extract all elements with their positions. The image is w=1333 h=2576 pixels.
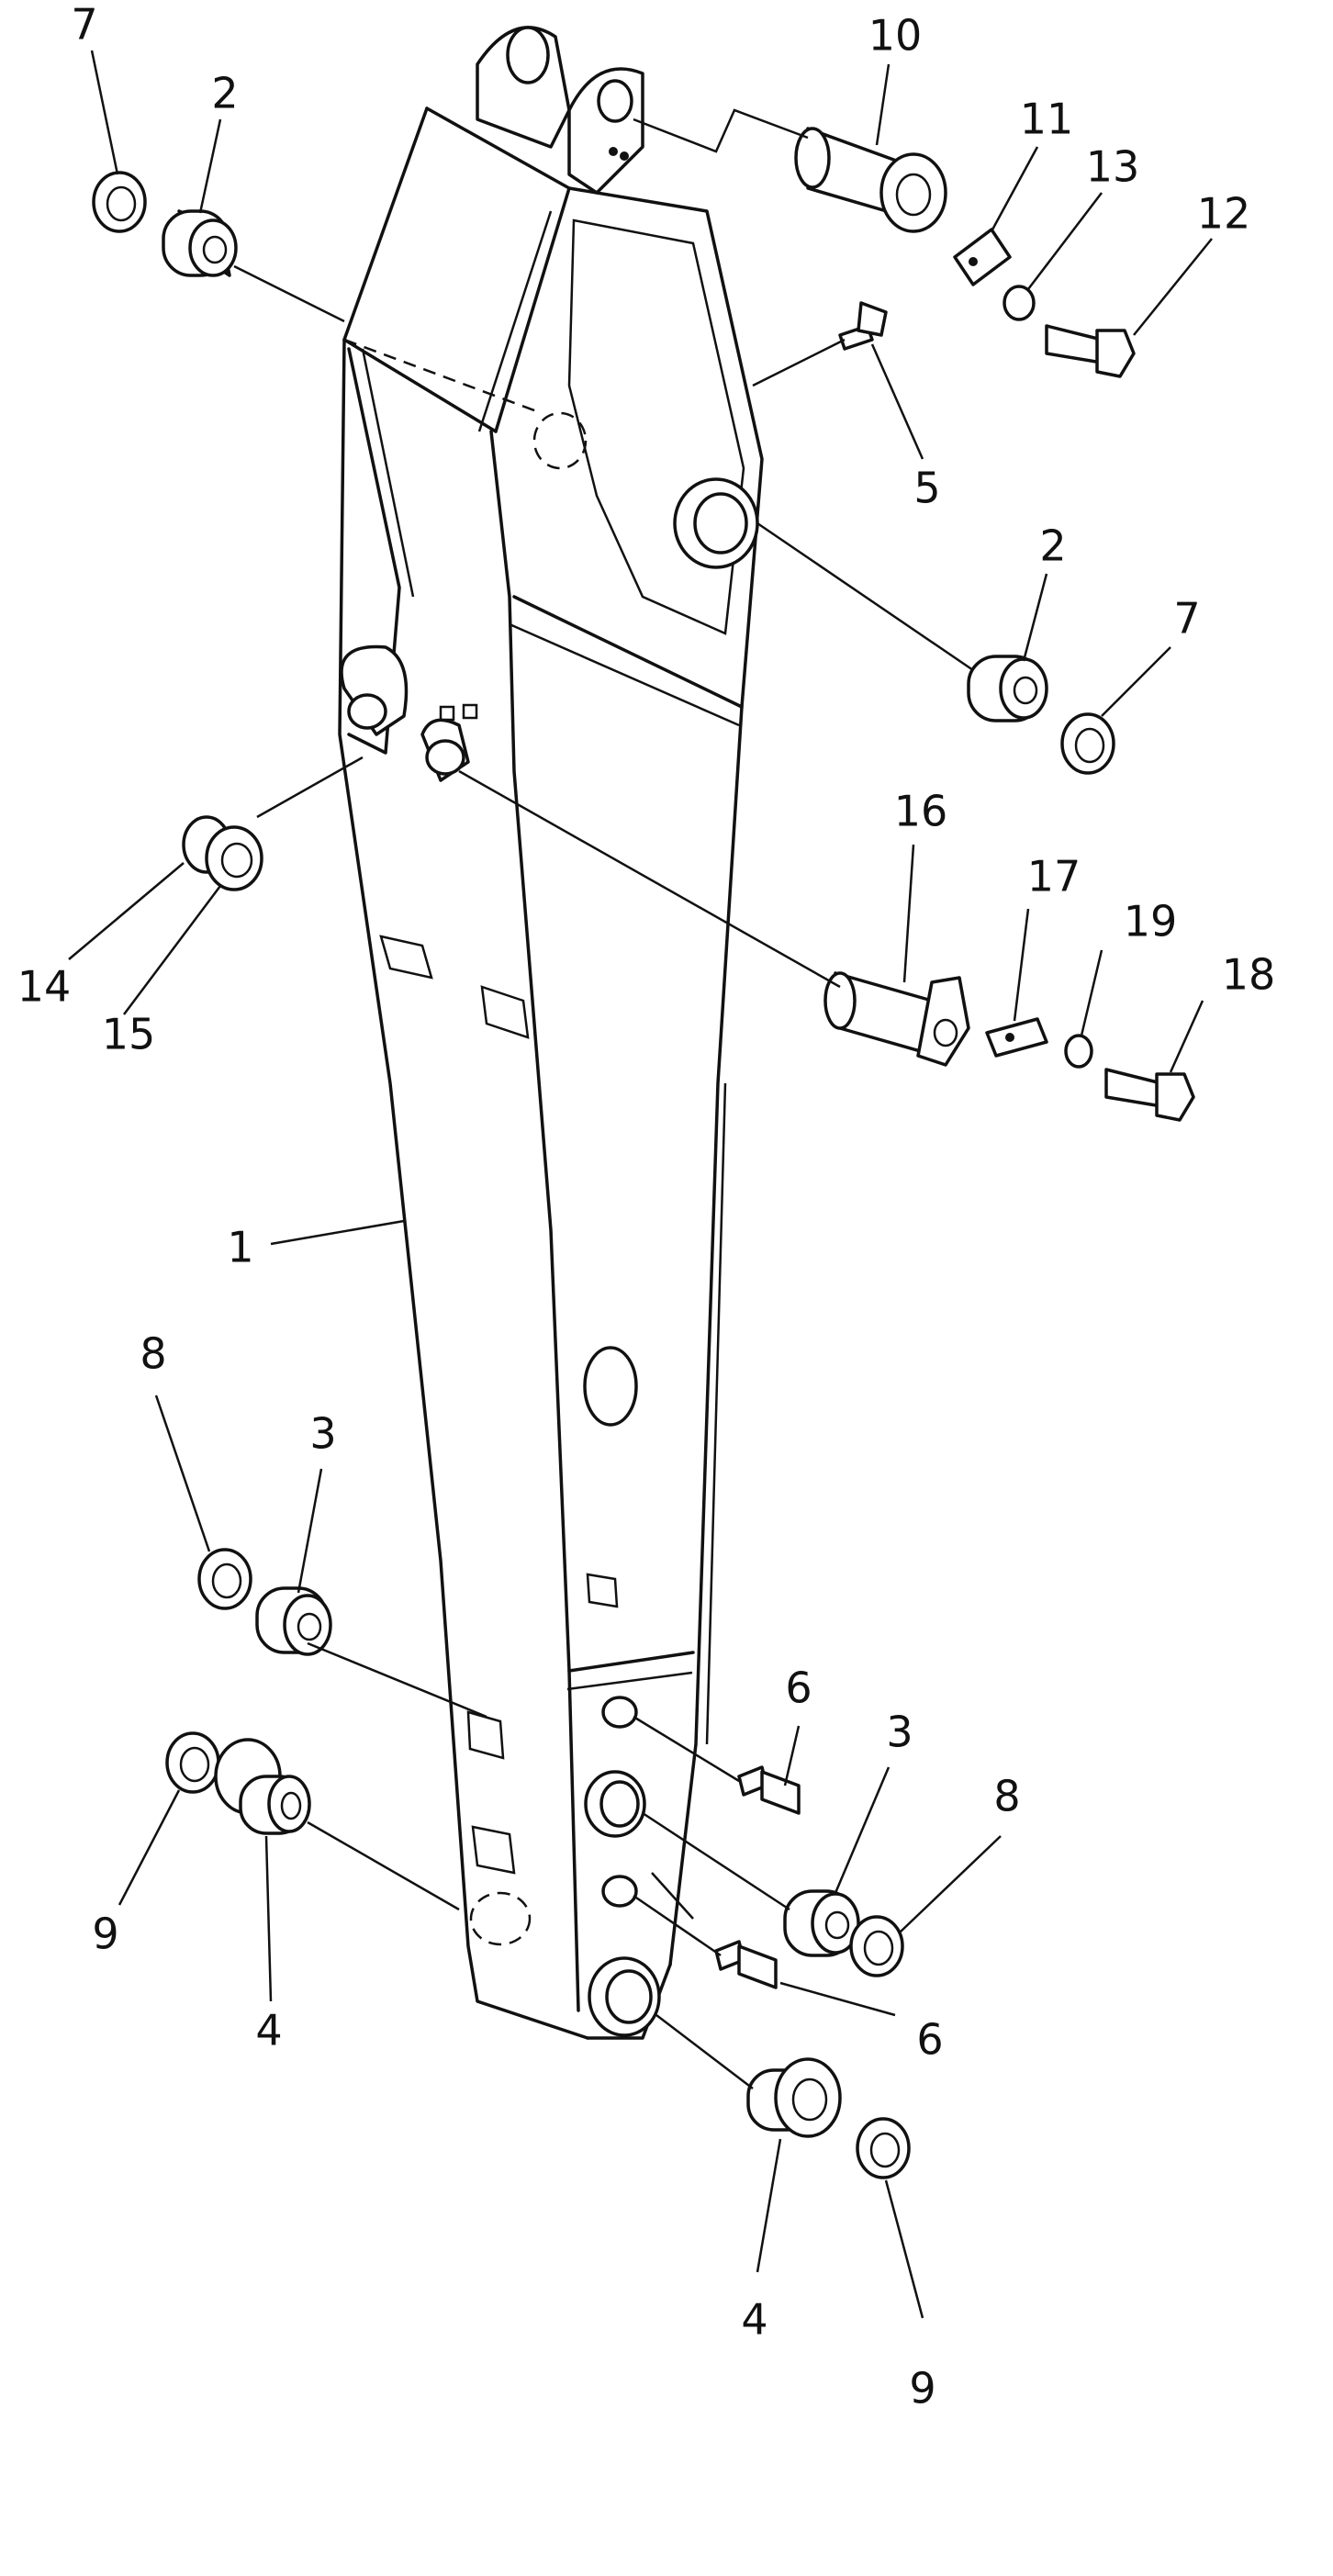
flanged-bushing-4-left — [214, 1738, 311, 1835]
callout-15: 15 — [102, 1010, 156, 1059]
leader-lines — [68, 50, 1213, 2319]
washer-19 — [1064, 1034, 1093, 1069]
flanged-bushing-4-right — [746, 2057, 842, 2138]
callout-4-right: 4 — [741, 2295, 767, 2345]
callout-3-right: 3 — [886, 1708, 913, 1757]
callout-6-upper: 6 — [785, 1663, 812, 1713]
bolt-18 — [1104, 1068, 1195, 1122]
grease-fitting-6-lower — [714, 1940, 778, 1989]
top-lug — [476, 26, 644, 195]
callout-8-right: 8 — [993, 1772, 1020, 1821]
pin-16 — [823, 971, 970, 1067]
seal-9-right — [856, 2117, 911, 2179]
body-brackets — [379, 935, 638, 1875]
grease-fitting-6-upper — [737, 1765, 801, 1815]
bushing-3-left — [255, 1586, 332, 1656]
callout-14: 14 — [17, 962, 72, 1012]
callout-9-right: 9 — [909, 2364, 935, 2414]
callout-8-left: 8 — [140, 1329, 166, 1379]
bushing-2-upper — [162, 209, 238, 277]
washer-13 — [1003, 285, 1036, 321]
callout-12: 12 — [1197, 189, 1251, 239]
callout-7-upper: 7 — [71, 0, 97, 50]
callout-2-upper: 2 — [211, 69, 238, 118]
callout-1: 1 — [227, 1223, 253, 1272]
seal-8-right — [849, 1915, 904, 1977]
callout-11: 11 — [1020, 95, 1074, 144]
base-bosses — [584, 1696, 661, 2037]
bushing-2-lower — [967, 655, 1048, 722]
bushing-3-right — [783, 1889, 860, 1957]
mid-lug — [340, 644, 478, 782]
callout-4-left: 4 — [255, 2006, 282, 2055]
callout-3-left: 3 — [309, 1409, 336, 1459]
seal-9-left — [165, 1731, 220, 1794]
callout-13: 13 — [1086, 142, 1140, 192]
callout-2-lower: 2 — [1039, 521, 1066, 571]
boom-boss-upper — [673, 477, 759, 569]
grease-fitting-5 — [838, 301, 888, 351]
callout-7-lower: 7 — [1173, 594, 1200, 644]
callout-18: 18 — [1222, 950, 1276, 1000]
callout-10: 10 — [868, 11, 923, 61]
callout-16: 16 — [894, 787, 948, 836]
seal-8-left — [197, 1548, 252, 1610]
callout-5: 5 — [913, 464, 940, 513]
callout-17: 17 — [1027, 852, 1081, 902]
plate-17 — [985, 1017, 1048, 1058]
bolt-12 — [1045, 324, 1136, 378]
seal-7-lower — [1060, 712, 1115, 775]
seal-7-upper — [92, 171, 147, 233]
callout-labels: 7 2 10 11 13 12 5 2 7 16 17 19 18 14 15 … — [17, 0, 1276, 2414]
boom-body — [338, 106, 764, 2040]
pin-10 — [794, 127, 947, 233]
shims-14-15 — [182, 815, 263, 891]
callout-9-left: 9 — [92, 1910, 118, 1959]
callout-6-lower: 6 — [916, 2015, 943, 2065]
plate-11 — [953, 228, 1012, 286]
callout-19: 19 — [1124, 897, 1178, 946]
